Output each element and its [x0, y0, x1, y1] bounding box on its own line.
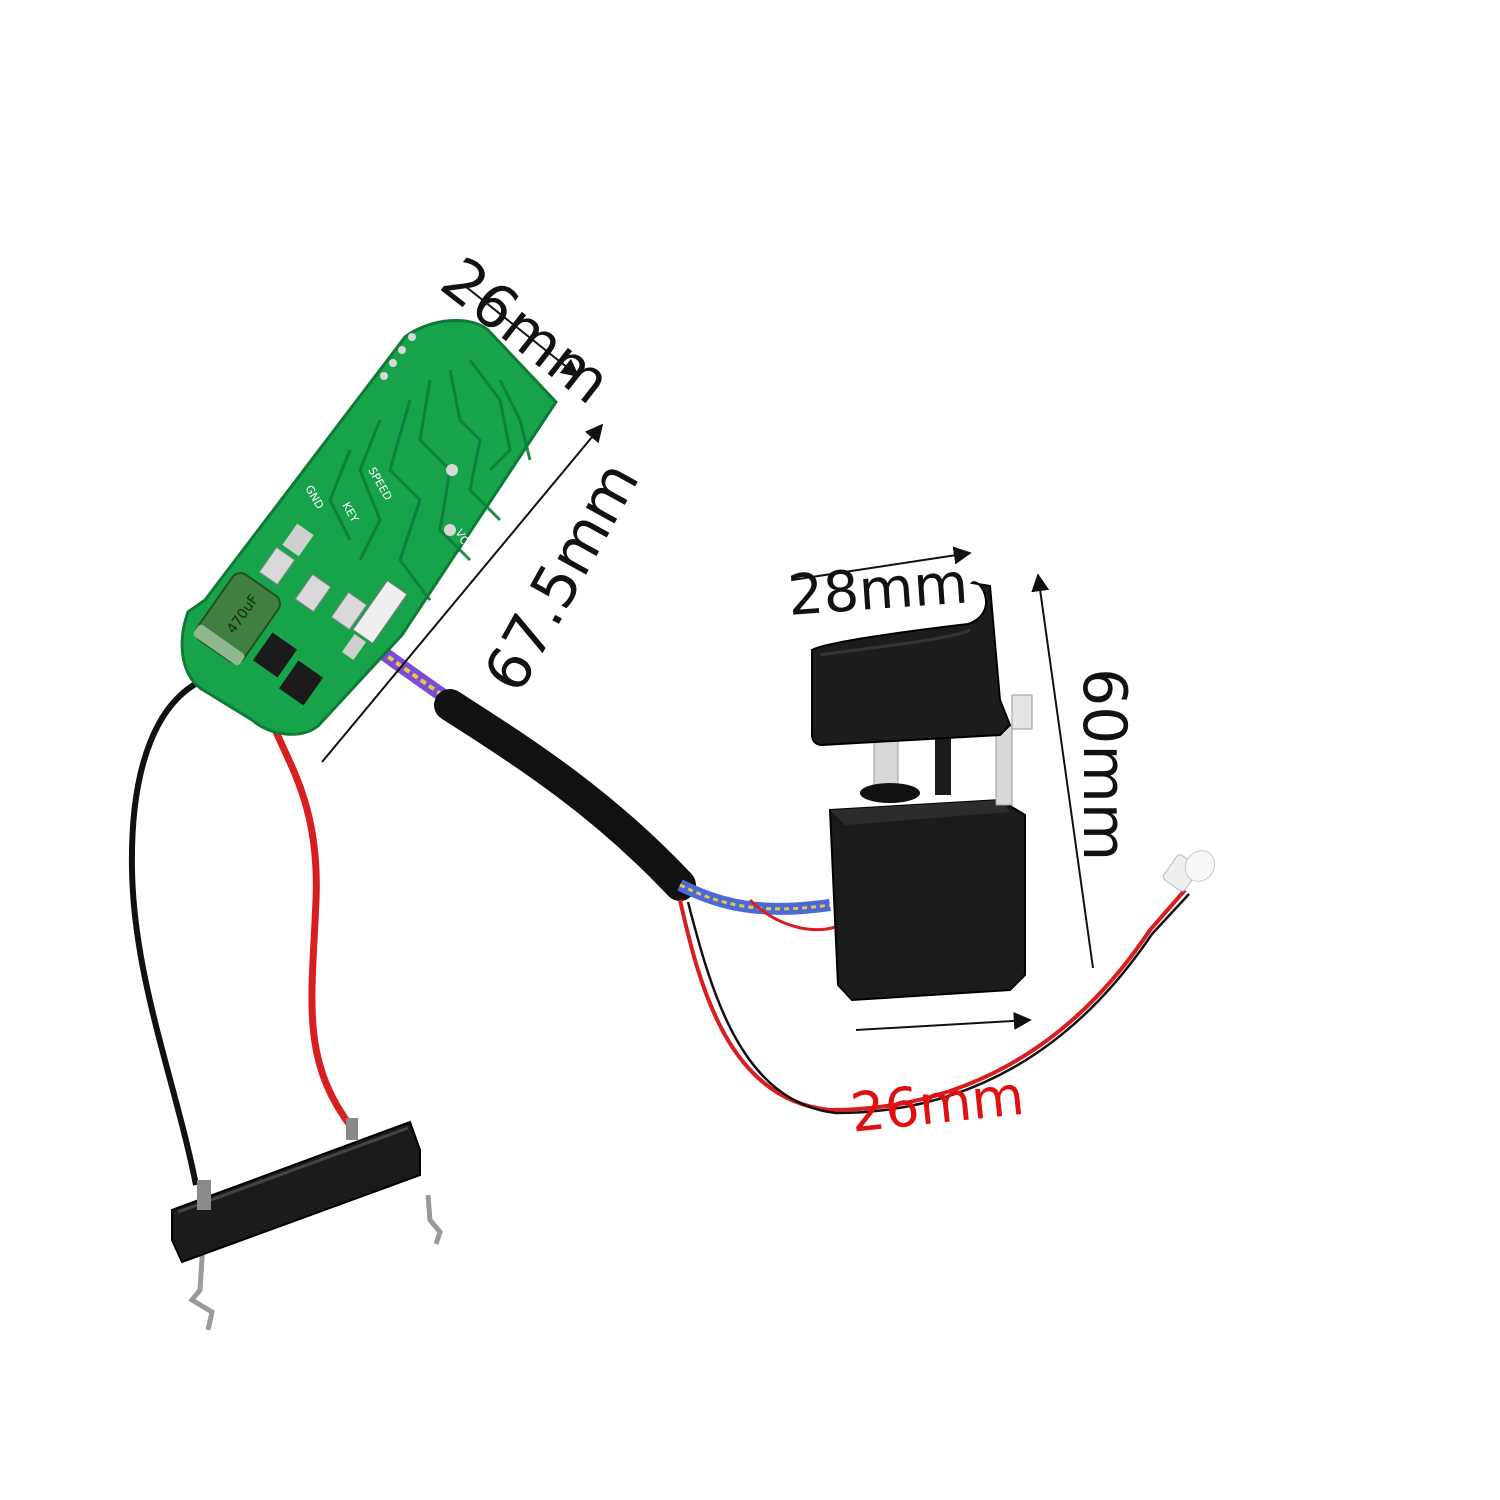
trigger-body: [828, 798, 1026, 1002]
electrolytic-capacitor: 470uF: [193, 572, 281, 666]
trigger-paddle: [811, 581, 1012, 747]
pcb-length-arrow: [321, 423, 604, 763]
led: [1162, 850, 1216, 892]
sensor-module: [171, 1118, 443, 1331]
controller-pcb: GND SPEED KEY VCC 470uF: [180, 319, 558, 736]
heatshrink-sleeve: [434, 689, 696, 901]
wiring-harness: [128, 639, 1190, 1186]
trigger-red-lead: [748, 898, 841, 932]
trigger-width-label: 28mm: [785, 551, 971, 629]
sensor-lead-left: [188, 1209, 215, 1331]
red-led-wire: [678, 888, 1187, 1113]
trigger-height-label: 60mm: [1069, 668, 1139, 862]
black-led-wire: [686, 893, 1190, 1115]
pcb-width-arrow: [464, 285, 580, 378]
trigger-switch: [811, 581, 1033, 1002]
sensor-lead-right: [425, 1194, 443, 1245]
trigger-width-arrow: [791, 546, 972, 581]
ribbon-connector: [352, 579, 408, 645]
power-components: [252, 523, 368, 706]
red-power-wire: [264, 710, 355, 1131]
led-lead-arrow: [855, 1011, 1032, 1031]
dimension-lines: [321, 285, 1094, 1031]
black-power-wire: [128, 677, 205, 1186]
trigger-height-arrow: [1031, 573, 1094, 969]
